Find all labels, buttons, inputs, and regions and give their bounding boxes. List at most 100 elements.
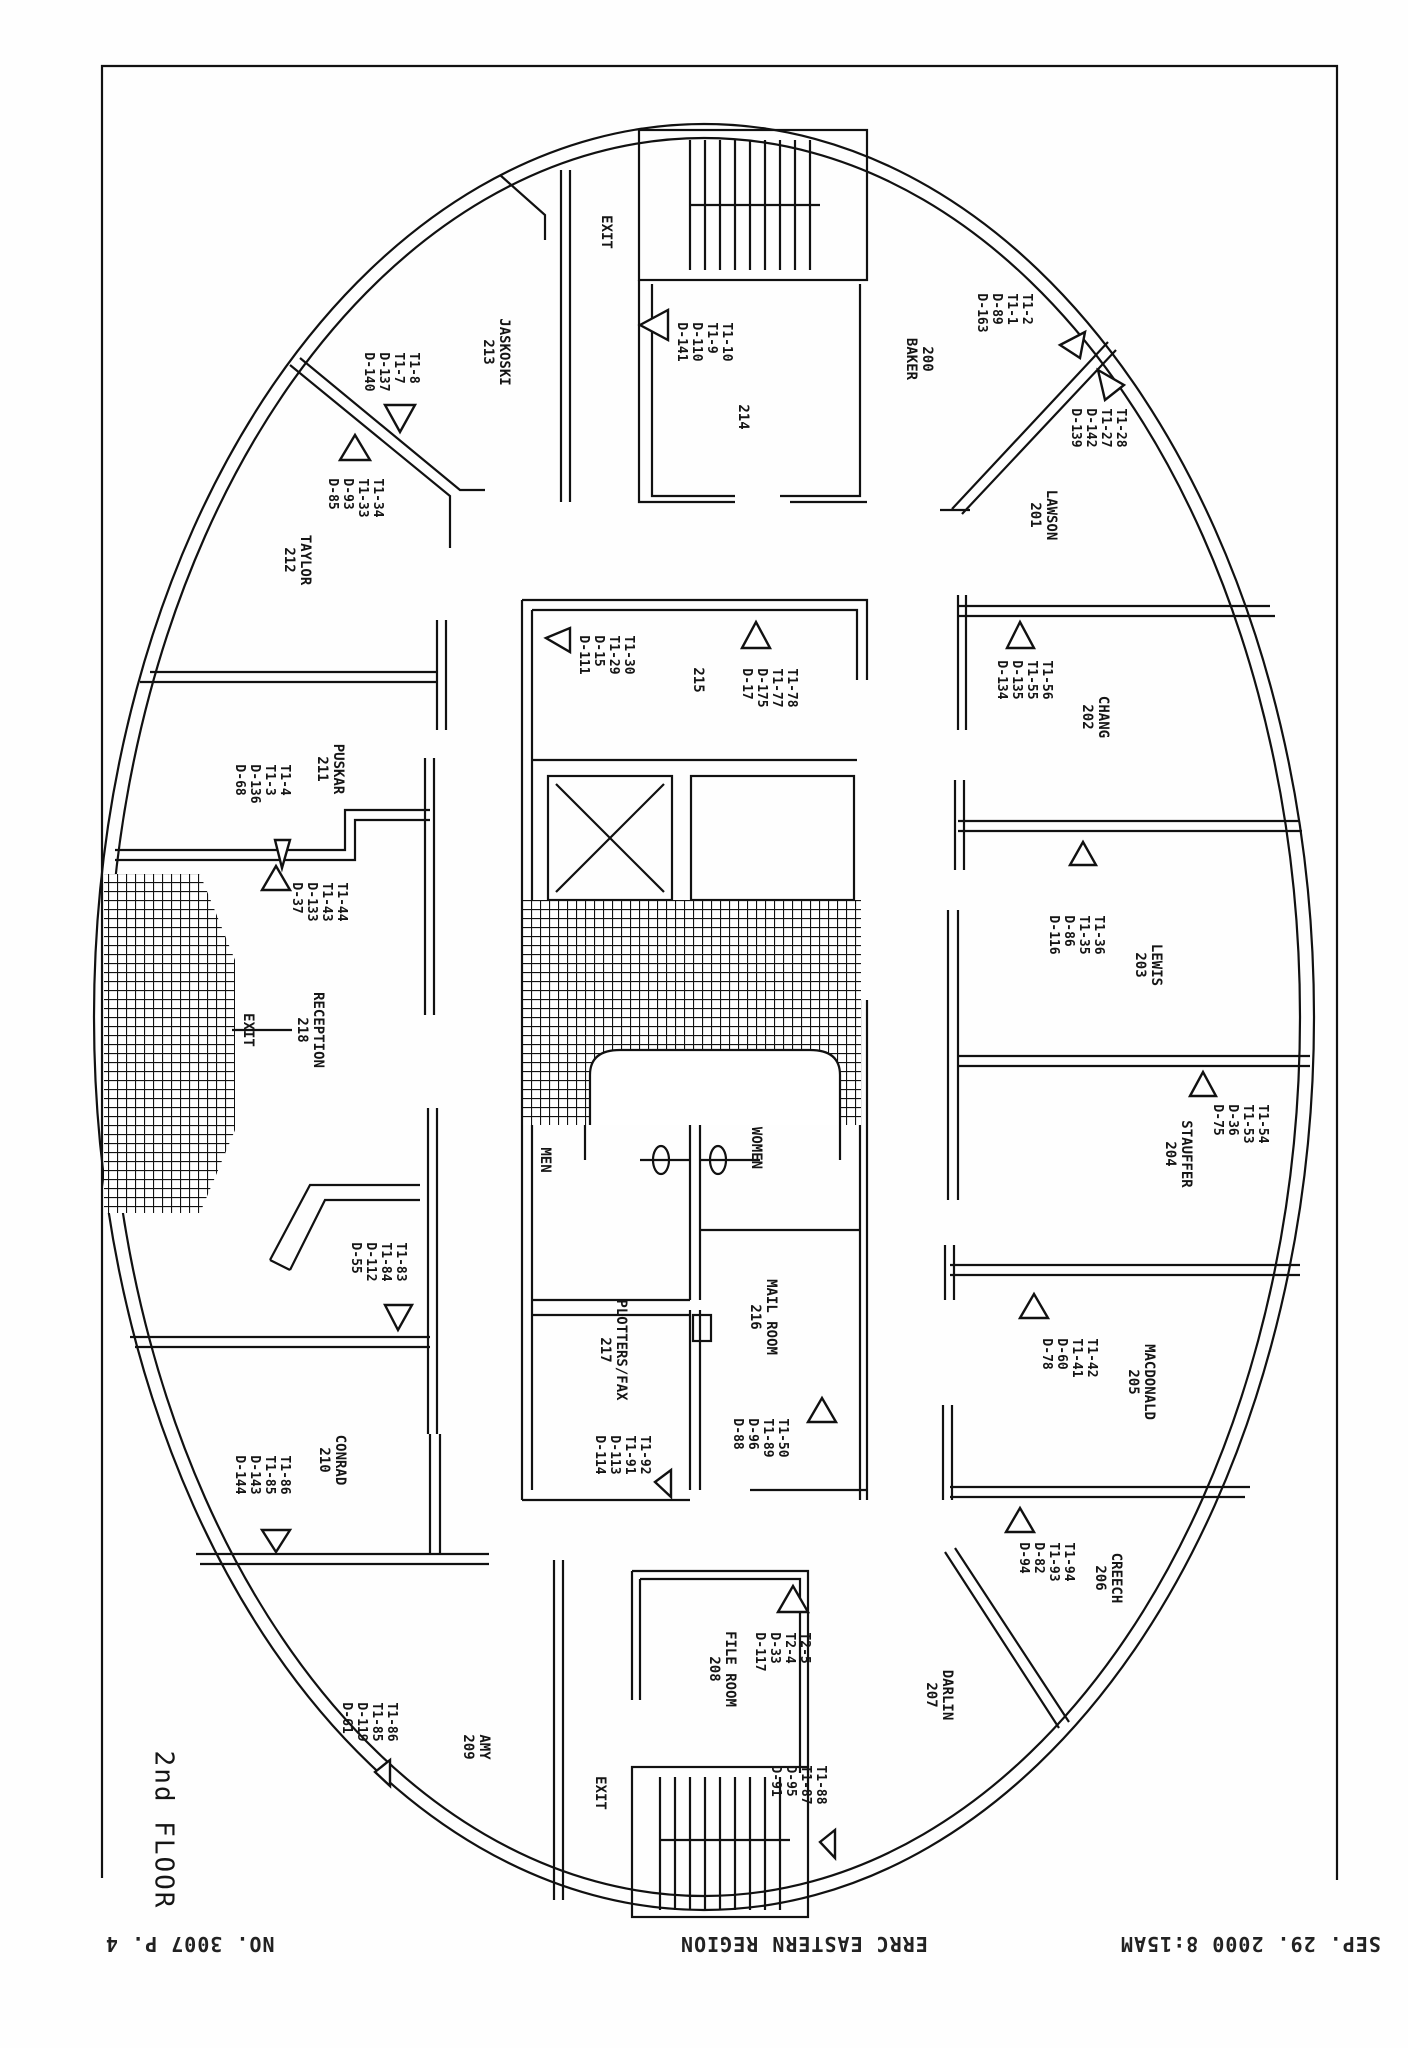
code: D-140 [361,352,376,392]
code: T1-50 [775,1418,790,1458]
wall-baker-lawson [940,341,1117,515]
code: D-112 [363,1242,378,1282]
outlet-triangle-icon [1017,1291,1051,1320]
wall-reception-diagonal [269,1183,420,1271]
room-name: DARLIN [939,1669,955,1721]
code: T1-30 [621,635,636,675]
code: T1-34 [370,478,385,518]
wall-stauffer-macdonald [943,1245,1300,1300]
corridor-wall-top [499,170,572,502]
code: T1-94 [1061,1542,1076,1582]
code: T1-87 [798,1765,813,1805]
code: T1-44 [334,882,349,922]
room-name: RECEPTION [310,992,326,1068]
code: D-136 [247,764,262,804]
code: D-163 [974,293,989,333]
room-number: 200 [919,346,935,372]
outlet-triangle-icon [1187,1069,1219,1098]
wall-lewis-stauffer [946,910,1310,1200]
room-number: 212 [281,547,297,573]
outlet-triangle-icon [382,403,418,435]
code: D-37 [289,882,304,914]
outlet-triangle-icon [273,838,292,873]
code: D-141 [674,322,689,362]
code: T2-5 [797,1632,812,1664]
code: D-33 [767,1632,782,1664]
fax-date-time: SEP. 29. 2000 8:15AM [1120,1932,1381,1956]
code: T1-86 [384,1702,399,1742]
code: T1-29 [606,635,621,675]
outlet-triangle-icon [373,1757,392,1789]
outlet-triangle-icon [1096,367,1127,403]
code: T1-4 [277,764,292,796]
outlet-triangle-icon [805,1395,839,1424]
code: D-134 [994,660,1009,700]
room-number: 201 [1027,502,1043,528]
code: D-139 [1068,408,1083,448]
code: D-60 [1054,1338,1069,1370]
code: D-61 [339,1702,354,1734]
room-name: CONRAD [332,1434,348,1486]
code: T1-85 [262,1455,277,1495]
code: T1-10 [719,322,734,362]
code: T1-28 [1113,408,1128,448]
room-name: LAWSON [1043,489,1059,541]
room-number: 211 [314,756,330,782]
room-label: 214 [735,404,751,429]
code: T1-92 [637,1435,652,1475]
room-number: 208 [706,1656,722,1682]
exit-label-reception: EXIT [240,1013,256,1047]
code: D-114 [592,1435,607,1475]
code: D-95 [783,1765,798,1797]
code: D-119 [354,1702,369,1742]
room-name: FILE ROOM [722,1631,738,1707]
code: D-117 [752,1632,767,1672]
code: D-85 [325,478,340,510]
code: T1-85 [369,1702,384,1742]
code: D-133 [304,882,319,922]
code: D-36 [1225,1104,1240,1136]
code: D-68 [232,764,247,796]
room-number: 207 [923,1682,939,1708]
code: D-137 [376,352,391,392]
code: T1-1 [1004,293,1019,325]
outlet-triangle-icon [1057,329,1087,360]
room-number: 202 [1079,704,1095,730]
room-name: TAYLOR [297,534,313,586]
room-name: MEN [537,1147,553,1173]
room-label: WOMEN [748,1127,764,1169]
room-name: AMY [476,1734,492,1760]
code: D-96 [745,1418,760,1450]
code: T1-43 [319,882,334,922]
wall-chang-lewis [953,780,1302,870]
code: T1-93 [1046,1542,1061,1582]
code: D-94 [1016,1542,1031,1574]
code: D-55 [348,1242,363,1274]
code: D-143 [247,1455,262,1495]
room-number: 214 [735,404,751,430]
code: D-86 [1061,915,1076,947]
code: T1-56 [1039,660,1054,700]
code: D-91 [768,1765,783,1797]
room-name: LEWIS [1148,943,1164,987]
outlet-markers [259,307,1219,1862]
outlet-triangle-icon [1003,1505,1037,1534]
code: D-135 [1009,660,1024,700]
room-number: 215 [690,667,706,693]
